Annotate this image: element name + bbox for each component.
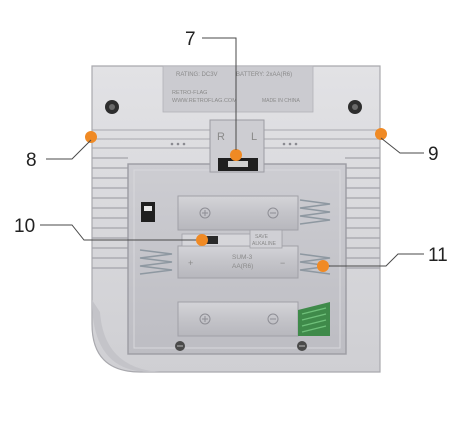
polarity-plus: + [188, 258, 193, 268]
callout-dot-8 [85, 131, 97, 143]
callout-dot-7 [230, 149, 242, 161]
brand-text: RETRO-FLAG [172, 90, 207, 96]
leader-line-10 [40, 224, 196, 241]
callout-dot-9 [375, 128, 387, 140]
save-tag-line2: ALKALINE [252, 241, 277, 247]
callout-dot-11 [317, 260, 329, 272]
leader-line-9 [380, 137, 424, 154]
side-ridges-left [92, 157, 128, 269]
callout-number-11: 11 [428, 245, 448, 266]
battery-cell-bottom [177, 301, 299, 337]
screw-top-right [348, 100, 362, 114]
leader-line-7 [202, 37, 237, 150]
rating-label: RATING: DC3V BATTERY: 2xAA(R6) RETRO-FLA… [162, 65, 314, 113]
battery-cell-top [177, 195, 299, 231]
spring-middle-left [139, 249, 173, 275]
side-ridges-right [345, 157, 380, 269]
grip-rail-left [92, 129, 210, 149]
callout-number-10: 10 [14, 216, 35, 237]
url-text: WWW.RETROFLAG.COM [172, 98, 237, 104]
switch-label-right: L [251, 131, 257, 143]
grip-rail-right [263, 129, 380, 149]
save-tag-line1: SAVE [255, 234, 269, 240]
callout-number-9: 9 [428, 144, 439, 165]
cell-size-line1: SUM-3 [232, 254, 253, 261]
battery-clip [141, 202, 155, 222]
made-in-text: MADE IN CHINA [262, 98, 300, 104]
green-contact [298, 302, 330, 336]
vent-dots-left [170, 142, 186, 146]
screw-top-left [105, 100, 119, 114]
battery-cell-middle: SUM-3 AA(R6) + − [177, 245, 299, 279]
rating-text: RATING: DC3V [176, 72, 218, 78]
callout-number-8: 8 [26, 150, 37, 171]
cell-size-line2: AA(R6) [232, 263, 253, 270]
polarity-minus: − [280, 258, 285, 268]
vent-dots-right [282, 142, 298, 146]
switch-label-left: R [217, 131, 225, 143]
callout-dot-10 [196, 234, 208, 246]
spring-top-right [299, 199, 331, 225]
screw-bottom-left [175, 341, 185, 351]
callout-number-7: 7 [185, 29, 196, 50]
battery-spec-text: BATTERY: 2xAA(R6) [236, 72, 292, 78]
leader-line-11 [329, 253, 424, 267]
screw-bottom-right [297, 341, 307, 351]
spring-middle-right [299, 253, 331, 275]
power-switch: R L [209, 119, 265, 173]
leader-line-8 [46, 139, 92, 160]
